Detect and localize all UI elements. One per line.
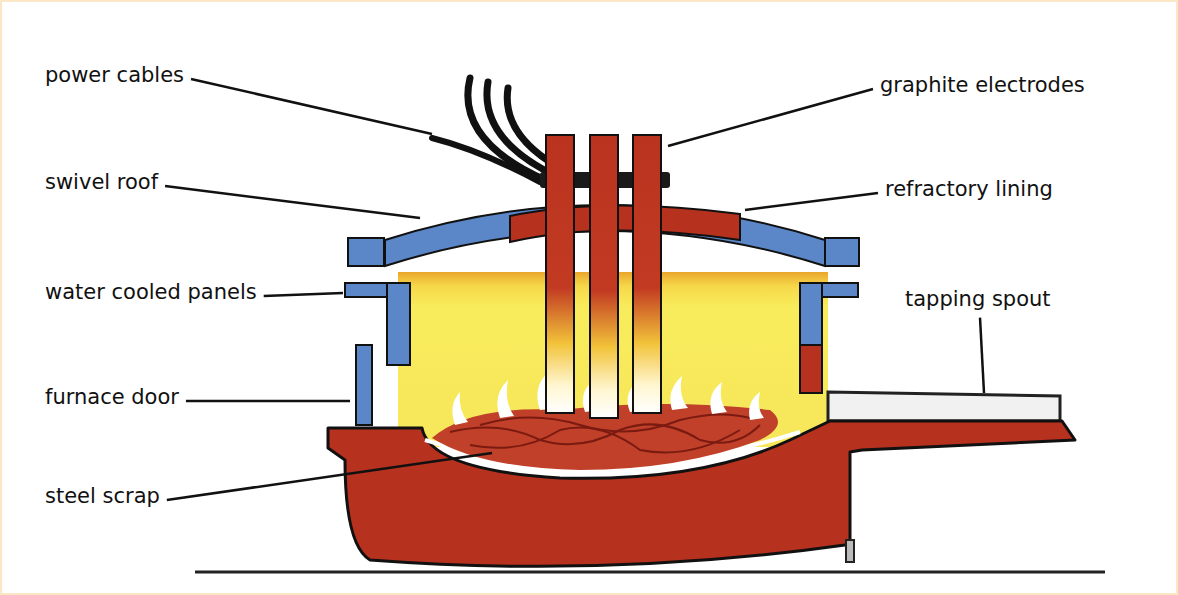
part-label: steel scrap [45, 484, 160, 509]
water-cooled-panel [800, 283, 822, 345]
leader-line [668, 89, 873, 146]
leader-line [264, 293, 343, 296]
furnace-door [356, 345, 372, 425]
ground-line [195, 571, 1105, 574]
part-label: water cooled panels [45, 280, 257, 305]
tapping-spout [828, 392, 1060, 421]
refractory-lining [510, 205, 740, 242]
water-cooled-panel [387, 283, 410, 365]
wall-refractory [800, 345, 822, 393]
leader-line [745, 193, 878, 210]
roof-rim [825, 238, 859, 266]
leader-line [980, 318, 984, 393]
leader-line [167, 453, 492, 500]
leader-lines [165, 79, 984, 500]
graphite-electrode [633, 135, 661, 413]
leader-line [165, 186, 420, 218]
graphite-electrode [546, 135, 574, 413]
part-label: graphite electrodes [880, 73, 1085, 98]
part-label: swivel roof [45, 170, 158, 195]
graphite-electrode [590, 135, 618, 418]
leader-line [186, 400, 350, 403]
base-support [846, 540, 854, 562]
part-label: refractory lining [885, 177, 1053, 202]
part-label: tapping spout [905, 287, 1051, 312]
roof-rim [348, 238, 384, 266]
leader-line [191, 79, 432, 134]
scrap-texture [450, 414, 760, 452]
part-label: power cables [45, 63, 184, 88]
part-label: furnace door [45, 385, 179, 410]
